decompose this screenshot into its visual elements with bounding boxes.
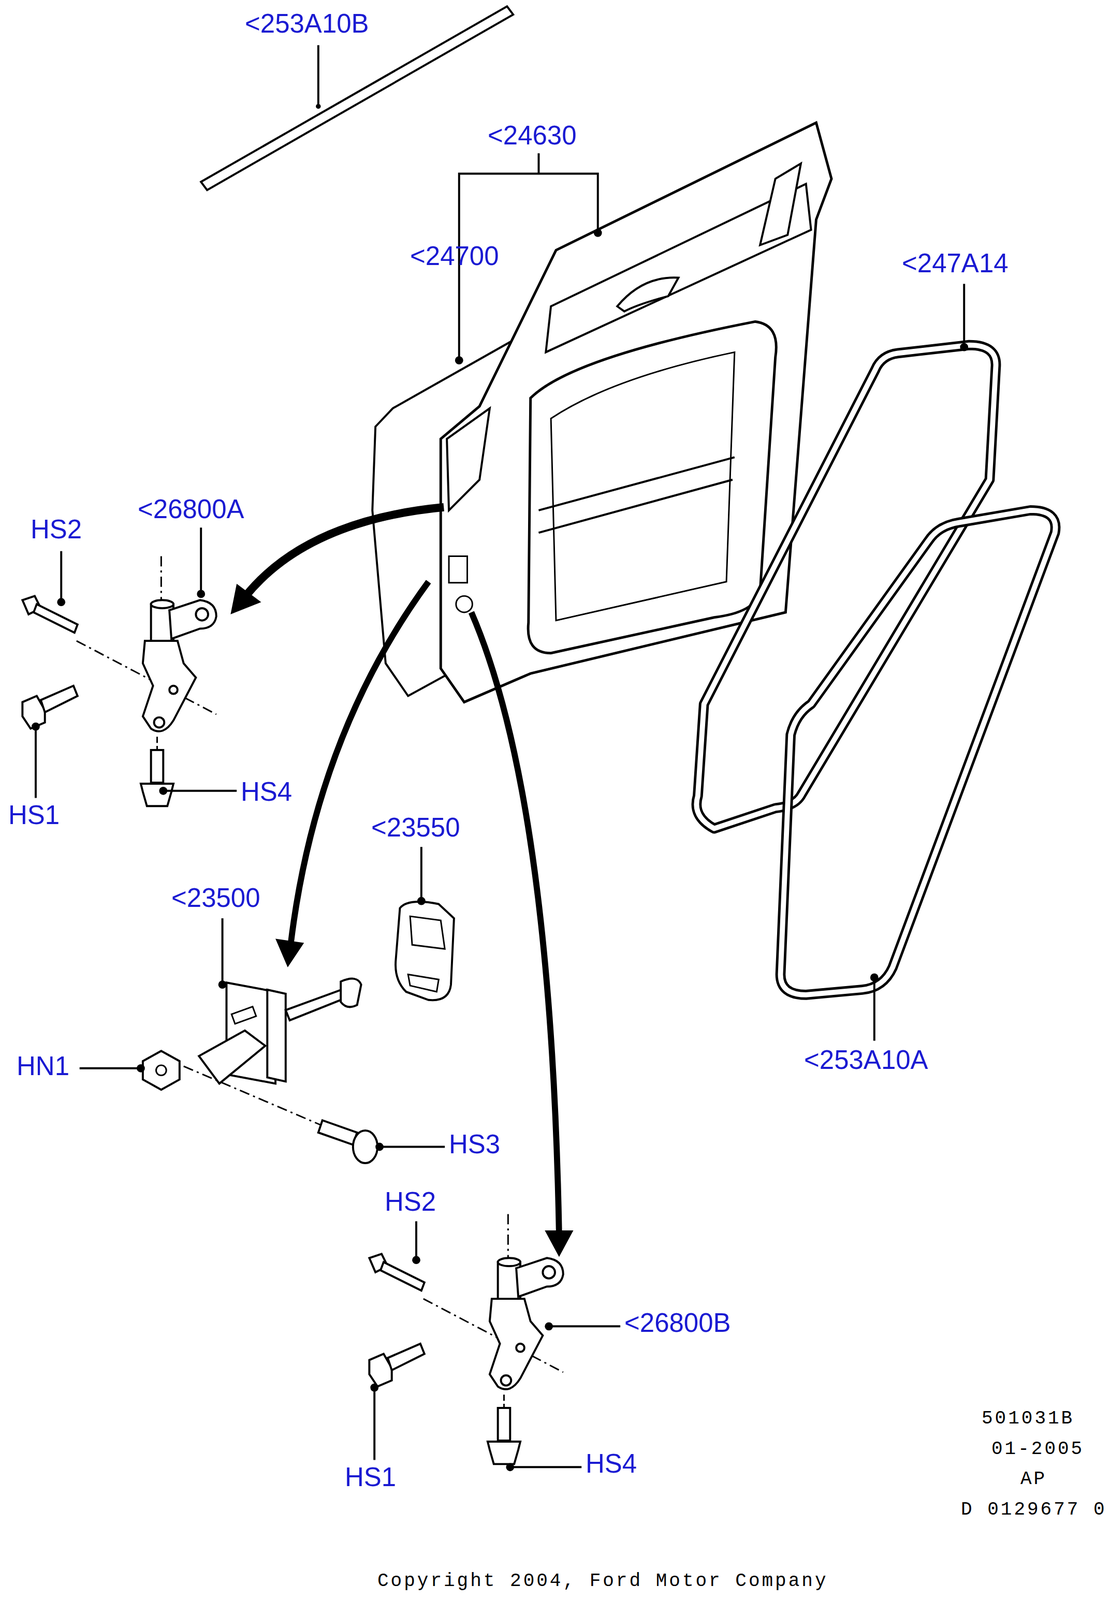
callout-number: <23550 bbox=[371, 814, 461, 841]
callout-number: HS4 bbox=[240, 778, 292, 806]
callout-number: HS1 bbox=[344, 1464, 397, 1491]
callout-number: <26800A bbox=[137, 495, 245, 523]
callout-number: HS4 bbox=[585, 1450, 637, 1478]
callout-number: HS3 bbox=[448, 1131, 501, 1158]
callout-number: <253A10B bbox=[244, 10, 370, 37]
callout-number: <23500 bbox=[171, 884, 261, 912]
callout-number: HS1 bbox=[8, 801, 60, 829]
drawing-note: 501031B bbox=[981, 1409, 1075, 1429]
callout-number: <247A14 bbox=[901, 250, 1009, 277]
callout-number: HS2 bbox=[384, 1188, 436, 1216]
callout-number: <253A10A bbox=[804, 1046, 929, 1074]
drawing-note: Copyright 2004, Ford Motor Company bbox=[377, 1572, 829, 1591]
callout-number: HN1 bbox=[16, 1053, 70, 1080]
drawing-note: AP bbox=[1020, 1470, 1047, 1489]
drawing-note: 01-2005 bbox=[991, 1440, 1085, 1459]
callout-number: HS2 bbox=[30, 516, 82, 543]
drawing-note: D 0129677 0 bbox=[960, 1500, 1107, 1520]
callout-number: <24700 bbox=[410, 242, 500, 270]
callout-number: <24630 bbox=[487, 122, 577, 149]
callout-number: <26800B bbox=[624, 1309, 732, 1337]
